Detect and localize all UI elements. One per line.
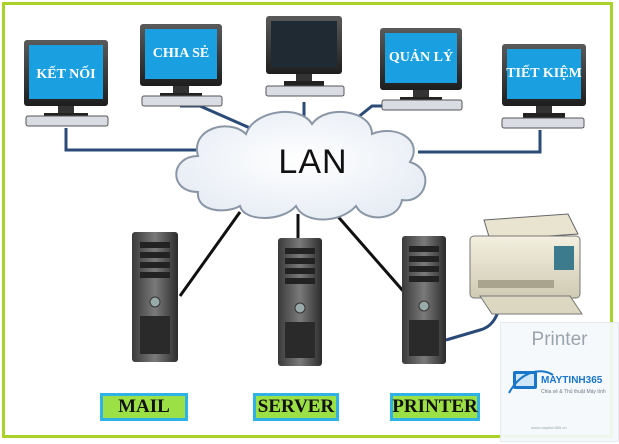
mail-label-box: MAIL (100, 393, 188, 421)
power-button-icon (149, 296, 161, 308)
monitor-screen (271, 21, 337, 67)
keyboard (141, 95, 223, 107)
watermark-title: Printer (531, 329, 588, 350)
power-button-icon (294, 302, 306, 314)
monitor-label: QUẢN LÝ (389, 48, 453, 65)
power-button-icon (418, 300, 430, 312)
keyboard (381, 99, 463, 111)
monitor-screen (145, 29, 217, 79)
cable-mail (178, 211, 242, 297)
monitor-stand (296, 74, 312, 81)
watermark-brand: MAYTINH365 (541, 375, 603, 386)
server-tower-printer (402, 236, 446, 364)
monitor-label: KẾT NỐI (36, 64, 95, 82)
monitor-stand (173, 86, 189, 93)
keyboard (265, 85, 345, 97)
monitor-base (284, 81, 324, 86)
monitor-label: CHIA SẺ (153, 44, 209, 61)
lan-cloud: LAN (175, 110, 427, 221)
monitor-base (523, 113, 565, 118)
monitor-stand (58, 106, 74, 113)
monitor-stand (413, 90, 429, 97)
mail-label: MAIL (118, 396, 170, 417)
server-tower-server (278, 238, 322, 366)
diagram-frame (2, 2, 613, 438)
cable-monitor-5 (418, 130, 542, 154)
monitor-screen (29, 45, 103, 99)
monitor-stand (536, 106, 552, 113)
monitor-4: QUẢN LÝ (380, 28, 463, 111)
watermark-logo-icon (508, 370, 554, 394)
lan-label: LAN (278, 143, 347, 181)
monitor-screen (385, 33, 457, 83)
monitor-5: TIẾT KIỆM (501, 44, 586, 129)
server-label-box: SERVER (253, 393, 339, 421)
monitor-screen (507, 49, 581, 99)
watermark-tagline: Chia sẻ & Thủ thuật Máy tính (541, 389, 606, 395)
server-cables (178, 211, 406, 297)
monitor-1: KẾT NỐI (24, 40, 109, 127)
cable-printer-server (332, 211, 406, 293)
printer-label: PRINTER (392, 396, 478, 417)
watermark-url: www.maytinh365.vn (531, 425, 567, 430)
printer-icon (469, 213, 583, 315)
cable-monitor-1 (64, 128, 196, 152)
server-label: SERVER (257, 396, 335, 417)
watermark: Printer MAYTINH365 Chia sẻ & Thủ thuật M… (500, 322, 619, 442)
printer-label-box: PRINTER (390, 393, 480, 421)
keyboard (25, 115, 109, 127)
monitor-label: TIẾT KIỆM (506, 64, 582, 81)
server-tower-mail (132, 232, 178, 362)
monitor-2: CHIA SẺ (140, 24, 223, 107)
cable-monitor-2 (180, 104, 251, 130)
monitor-3 (265, 16, 345, 97)
keyboard (501, 117, 585, 129)
